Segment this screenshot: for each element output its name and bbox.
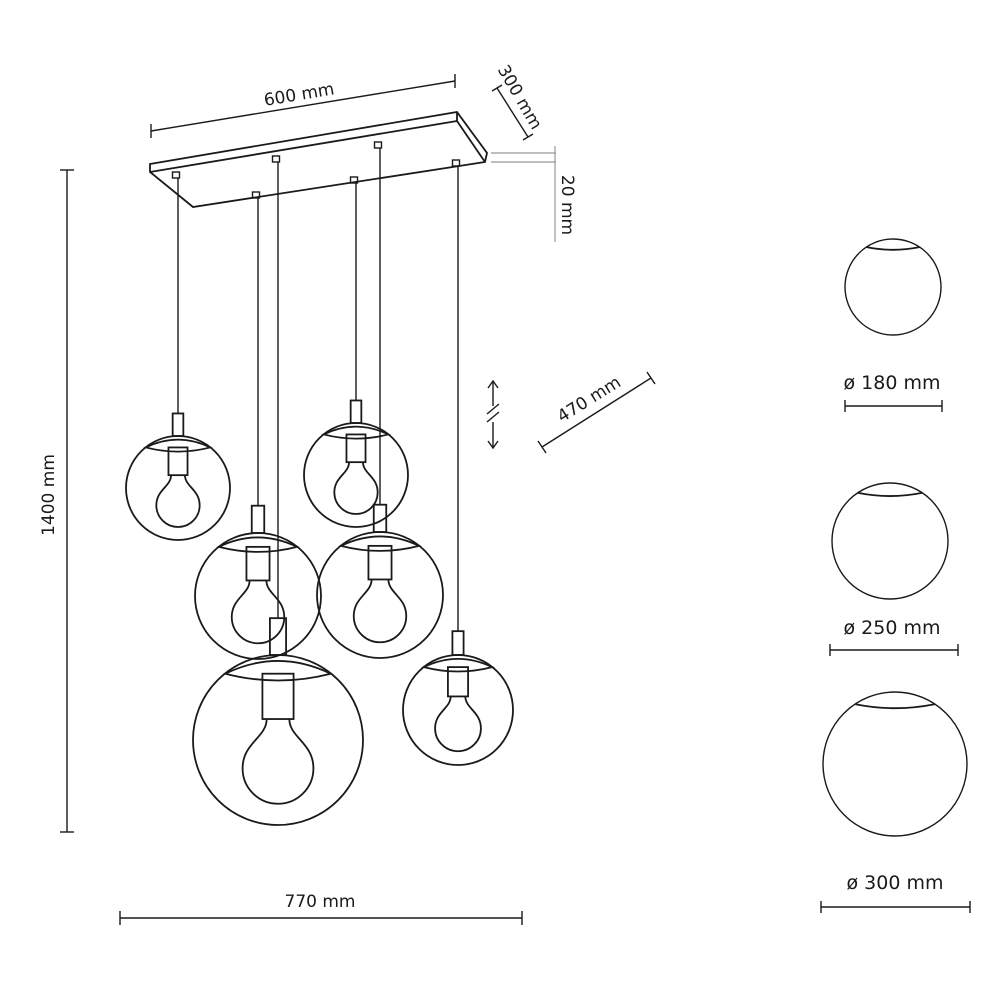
total-height-label: 1400 mm	[39, 454, 59, 536]
pendant-lamp	[125, 171, 231, 541]
total-height-dimension: 1400 mm	[39, 169, 74, 833]
light-bulb	[155, 475, 201, 528]
shade-size-label: ø 250 mm	[844, 617, 941, 639]
pendant-lamp	[303, 176, 409, 528]
light-bulb	[230, 580, 286, 645]
canopy-height-dimension: 20 mm	[491, 146, 577, 242]
light-bulb	[333, 462, 379, 515]
pendant-lamp	[316, 141, 444, 659]
cable-anchor	[271, 155, 281, 163]
light-bulb	[434, 696, 482, 753]
shade-size-legend	[820, 238, 971, 913]
globe-outline	[822, 691, 968, 837]
lamp-socket	[261, 672, 295, 720]
cable-sleeve	[349, 399, 363, 424]
shade-size-item	[829, 482, 959, 656]
lamp-socket	[245, 545, 271, 582]
pendant-lamp	[194, 191, 322, 660]
cable-sleeve	[250, 504, 266, 534]
shade-size-item	[844, 238, 943, 412]
shade-cap	[216, 536, 300, 553]
pendant-lamp	[192, 155, 364, 826]
ceiling-canopy	[149, 111, 488, 208]
cable-sleeve	[451, 630, 465, 656]
shade-cap	[338, 535, 422, 552]
globe-opening	[857, 491, 923, 497]
total-width-label: 770 mm	[285, 892, 356, 912]
shade-cap	[222, 660, 334, 682]
lamp-socket	[345, 433, 367, 464]
shade-cap	[321, 425, 391, 440]
cable-anchor	[349, 176, 359, 184]
shade-size-label: ø 180 mm	[844, 372, 941, 394]
glass-globe	[194, 532, 322, 660]
glass-globe	[125, 435, 231, 541]
glass-globe	[402, 654, 514, 766]
glass-globe	[303, 422, 409, 528]
cable-anchor	[373, 141, 383, 149]
cable-sleeve	[171, 412, 185, 437]
cable-anchor	[451, 159, 461, 167]
globe-outline	[844, 238, 942, 336]
cable-anchor	[251, 191, 261, 199]
total-width-dimension: 770 mm	[119, 892, 523, 925]
shade-size-label: ø 300 mm	[847, 872, 944, 894]
cable-adjust-dimension: 470 mm	[486, 371, 656, 454]
globe-outline	[831, 482, 949, 600]
cable-anchor	[171, 171, 181, 179]
light-bulb	[352, 579, 408, 644]
globe-opening	[866, 246, 920, 251]
shade-size-item	[820, 691, 971, 913]
lamp-socket	[167, 446, 189, 477]
shade-cap	[421, 658, 495, 673]
pendant-lamps	[125, 141, 514, 826]
shade-size-labels: ø 180 mm ø 250 mm ø 300 mm	[844, 372, 944, 894]
glass-globe	[316, 531, 444, 659]
globe-opening	[855, 703, 935, 710]
light-bulb	[241, 718, 315, 805]
pendant-lamp	[402, 159, 514, 766]
cable-adjust-label: 470 mm	[554, 372, 625, 427]
canopy-height-label: 20 mm	[557, 175, 577, 235]
lamp-socket	[367, 544, 393, 581]
shade-cap	[143, 438, 213, 453]
depth-dimension: 300 mm	[491, 62, 546, 141]
glass-globe	[192, 654, 364, 826]
lamp-socket	[447, 666, 469, 698]
